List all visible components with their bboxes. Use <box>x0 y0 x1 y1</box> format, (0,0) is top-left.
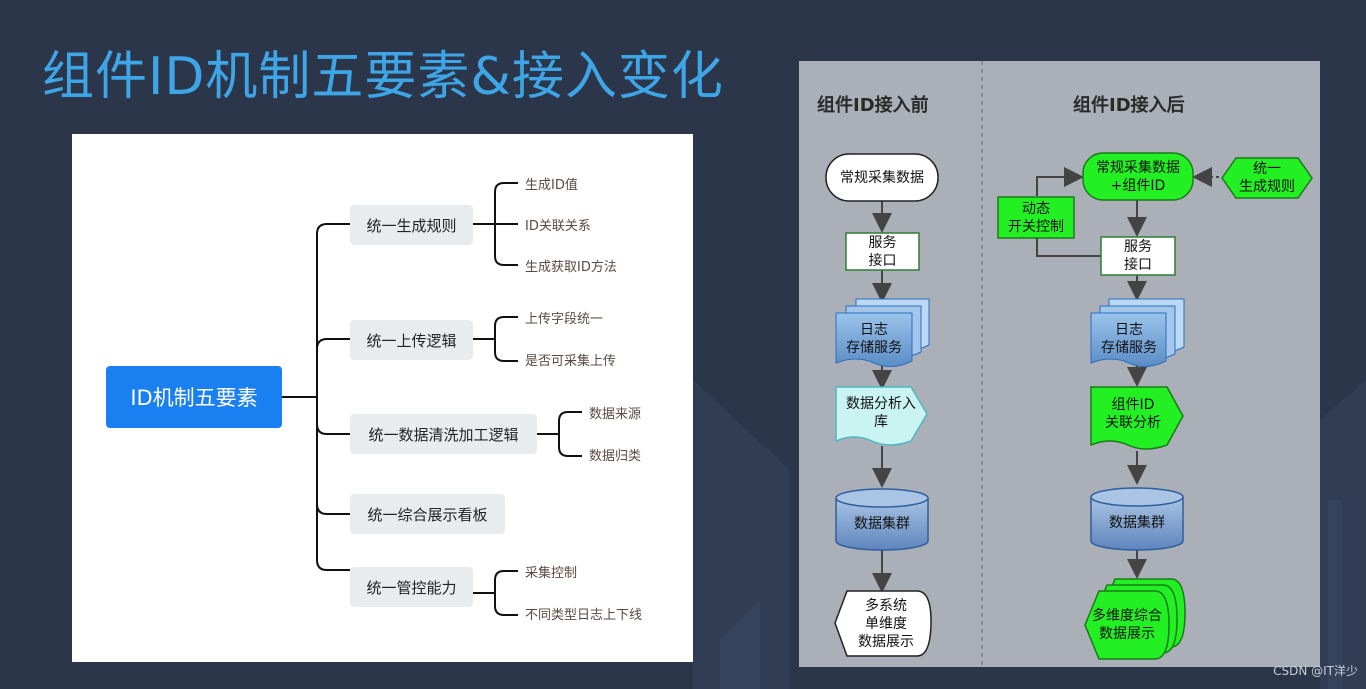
leaf-upload-fields: 上传字段统一 <box>525 312 604 327</box>
after-connectors <box>1036 167 1219 579</box>
before-collect-shape <box>825 153 939 202</box>
after-service-label-1: 服务 <box>1124 239 1152 255</box>
after-display-node: 多维度综合 数据展示 <box>1085 604 1169 646</box>
before-collect-label: 常规采集数据 <box>840 169 924 186</box>
leaf-collect-control: 采集控制 <box>525 566 578 581</box>
after-display-shape <box>1084 578 1186 660</box>
after-rule-shape <box>1221 157 1313 199</box>
before-analysis-label-2: 库 <box>874 414 888 430</box>
after-display-label-2: 数据展示 <box>1099 626 1155 642</box>
after-service-node: 服务 接口 <box>1101 237 1175 275</box>
after-rule-label-2: 生成规则 <box>1239 179 1295 195</box>
branch-dashboard: 统一综合展示看板 <box>350 494 505 534</box>
before-log-node: 日志 存储服务 <box>836 319 912 359</box>
before-log-label-2: 存储服务 <box>846 340 902 356</box>
before-analysis-label-1: 数据分析入 <box>846 396 916 412</box>
before-service-shape <box>845 232 920 271</box>
before-analysis-shape <box>835 386 928 446</box>
after-log-node: 日志 存储服务 <box>1091 319 1167 359</box>
before-collect-node: 常规采集数据 <box>826 154 938 201</box>
after-collect-label-1: 常规采集数据 <box>1096 160 1180 176</box>
leaf-id-relation: ID关联关系 <box>525 219 591 234</box>
after-log-storage-shape <box>1090 298 1185 367</box>
before-display-label-2: 单维度 <box>865 616 907 632</box>
before-service-label-2: 接口 <box>868 252 897 269</box>
before-service-node: 服务 接口 <box>846 233 919 270</box>
flow-shapes <box>825 61 1313 667</box>
after-cluster-label: 数据集群 <box>1109 515 1165 531</box>
branch-upload-logic: 统一上传逻辑 <box>350 320 473 360</box>
after-column-title: 组件ID接入后 <box>1073 95 1185 116</box>
leaf-data-category: 数据归类 <box>589 449 642 464</box>
after-log-label-2: 存储服务 <box>1101 340 1157 356</box>
before-display-label-1: 多系统 <box>865 598 907 614</box>
after-switch-shape <box>997 196 1075 239</box>
slide-title: 组件ID机制五要素&接入变化 <box>42 47 724 107</box>
before-log-storage-shape <box>835 298 930 367</box>
leaf-data-source: 数据来源 <box>589 407 642 422</box>
mindmap-panel: ID机制五要素 统一生成规则 生成ID值 ID关联关系 生成获取ID方法 统一上… <box>72 134 693 662</box>
branch-cleaning-logic: 统一数据清洗加工逻辑 <box>350 414 537 454</box>
before-cluster-label: 数据集群 <box>854 516 910 532</box>
after-switch-node: 动态 开关控制 <box>998 198 1074 238</box>
leaf-log-online-offline: 不同类型日志上下线 <box>525 608 643 623</box>
mindmap-root: ID机制五要素 <box>106 366 282 428</box>
after-display-label-1: 多维度综合 <box>1092 608 1162 624</box>
before-display-node: 多系统 单维度 数据展示 <box>841 594 931 654</box>
leaf-can-upload: 是否可采集上传 <box>525 354 617 369</box>
before-analysis-node: 数据分析入 库 <box>833 393 929 433</box>
before-cluster-node: 数据集群 <box>836 509 928 539</box>
before-display-label-3: 数据展示 <box>858 634 914 650</box>
before-log-label-1: 日志 <box>860 322 888 338</box>
after-switch-label-1: 动态 <box>1022 201 1050 217</box>
after-service-label-2: 接口 <box>1124 257 1152 273</box>
branch-control: 统一管控能力 <box>350 567 473 607</box>
after-analysis-label-2: 关联分析 <box>1105 415 1161 431</box>
after-switch-label-2: 开关控制 <box>1008 219 1064 235</box>
branch-generation-rules: 统一生成规则 <box>350 205 473 245</box>
after-rule-node: 统一 生成规则 <box>1224 160 1310 196</box>
after-analysis-node: 组件ID 关联分析 <box>1091 394 1175 434</box>
after-collect-node: 常规采集数据 +组件ID <box>1083 156 1193 198</box>
csdn-watermark: CSDN @IT洋少 <box>1273 664 1358 678</box>
mindmap-connectors <box>282 182 582 616</box>
leaf-id-method: 生成获取ID方法 <box>525 260 617 275</box>
after-log-label-1: 日志 <box>1115 322 1143 338</box>
before-cluster-shape <box>835 488 929 551</box>
after-cluster-shape <box>1090 487 1184 551</box>
after-collect-label-2: +组件ID <box>1110 178 1166 194</box>
before-display-shape <box>834 590 932 657</box>
leaf-generate-id-value: 生成ID值 <box>525 178 578 193</box>
after-cluster-node: 数据集群 <box>1091 508 1183 538</box>
flow-comparison-panel: 组件ID接入前 组件ID接入后 常规采集数据 服务 接口 日志 存储服务 数据分… <box>799 61 1320 667</box>
after-collect-shape <box>1082 152 1194 201</box>
before-column-title: 组件ID接入前 <box>817 95 929 116</box>
after-service-shape <box>1100 236 1176 276</box>
after-analysis-label-1: 组件ID <box>1111 397 1155 413</box>
before-service-label-1: 服务 <box>868 234 897 251</box>
after-analysis-shape <box>1090 386 1184 450</box>
after-rule-label-1: 统一 <box>1253 161 1281 177</box>
